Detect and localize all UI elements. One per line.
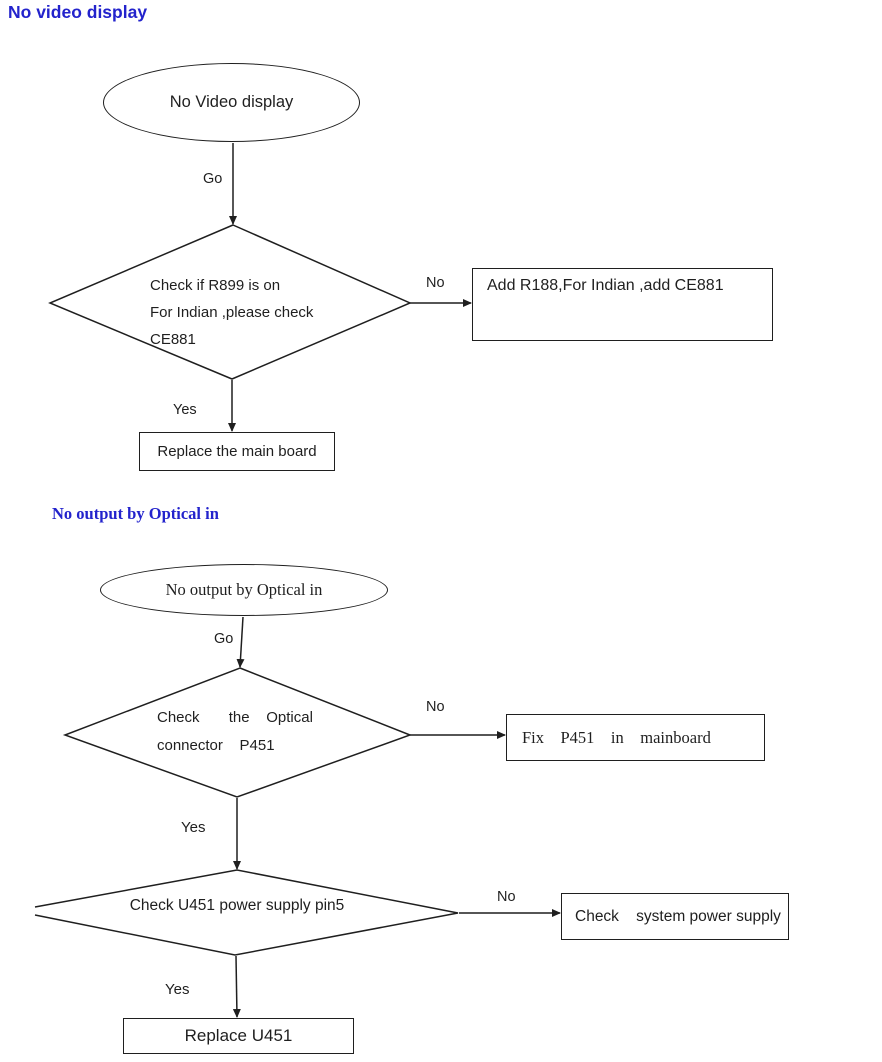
action-box-replace-main-board-label: Replace the main board: [157, 443, 317, 460]
edge-label-yes-3: Yes: [165, 981, 190, 998]
decision-diamond-optical-connector: [62, 667, 413, 798]
action-box-replace-u451: Replace U451: [123, 1018, 354, 1054]
connector-yes-3: [232, 955, 241, 1018]
action-box-add-r188-label: Add R188,For Indian ,add CE881: [487, 277, 724, 294]
connector-go-2: [236, 616, 245, 668]
section-title-no-video-display: No video display: [8, 2, 148, 22]
action-box-replace-u451-label: Replace U451: [184, 1026, 293, 1045]
action-box-replace-main-board: Replace the main board: [139, 432, 335, 471]
action-box-check-system-power: Check system power supply: [561, 893, 789, 940]
edge-label-no-2: No: [426, 699, 445, 715]
decision-optical-line2: connector P451: [157, 736, 275, 754]
action-box-fix-p451-label: Fix P451 in mainboard: [522, 727, 711, 747]
edge-label-no-3: No: [497, 889, 516, 905]
decision-r899-label: Check if R899 is on For Indian ,please c…: [150, 272, 313, 353]
start-node-label: No Video display: [169, 93, 294, 111]
edge-label-yes-2: Yes: [181, 819, 206, 836]
decision-diamond-r899: [48, 224, 412, 380]
action-box-check-system-power-label: Check system power supply: [575, 907, 781, 925]
start-node-no-output-optical: No output by Optical in: [100, 564, 388, 616]
action-box-fix-p451: Fix P451 in mainboard: [506, 714, 765, 761]
decision-optical-line1: Check the Optical: [157, 709, 313, 726]
edge-label-no-1: No: [426, 275, 445, 291]
edge-label-go-1: Go: [203, 171, 223, 187]
decision-r899-line3: CE881: [150, 331, 196, 348]
edge-label-yes-1: Yes: [173, 402, 197, 418]
decision-u451-power-label: Check U451 power supply pin5: [129, 897, 345, 914]
start-node-optical-label: No output by Optical in: [165, 580, 323, 599]
decision-diamond-u451-power: [34, 869, 459, 956]
decision-r899-line2: For Indian ,please check: [150, 304, 314, 321]
section-title-no-output-optical: No output by Optical in: [52, 504, 219, 523]
decision-optical-connector-label: Check the Optical connector P451: [157, 704, 313, 759]
start-node-no-video-display: No Video display: [103, 63, 360, 142]
action-box-add-r188: Add R188,For Indian ,add CE881: [472, 268, 773, 341]
edge-label-go-2: Go: [214, 631, 234, 647]
decision-r899-line1: Check if R899 is on: [150, 277, 281, 294]
